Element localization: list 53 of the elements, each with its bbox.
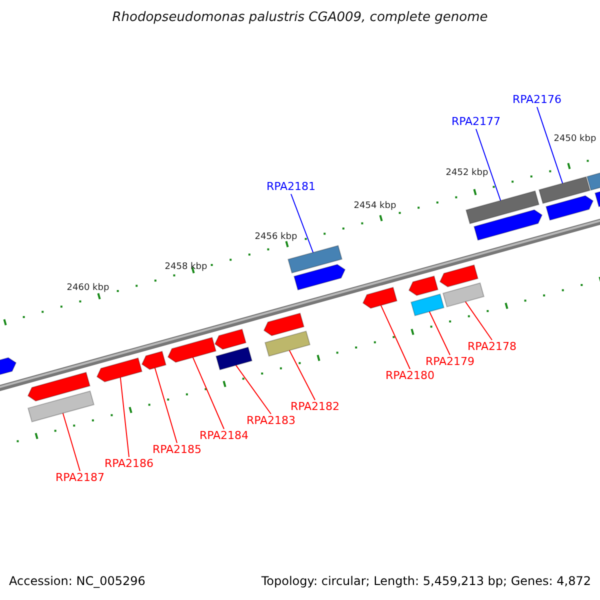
leader-line [476, 128, 502, 202]
gene-bar [27, 390, 95, 422]
map-title: Rhodopseudomonas palustris CGA009, complete genome [112, 11, 488, 26]
gene-label: RPA2186 [104, 458, 154, 470]
gene-feature [545, 195, 594, 221]
leader-line [536, 106, 564, 184]
gene-label: RPA2181 [266, 180, 316, 194]
scale-label: 2456 kbp [254, 233, 298, 243]
gene-feature [141, 350, 167, 370]
gene-bar [287, 244, 343, 274]
leader-line [154, 367, 178, 444]
scale-label: 2452 kbp [446, 169, 488, 179]
gene-feature [27, 372, 91, 402]
scale-label: 2460 kbp [66, 284, 110, 294]
gene-label: RPA2185 [152, 444, 202, 456]
leader-line [235, 364, 272, 414]
leader-line [288, 350, 316, 400]
gene-label: RPA2184 [199, 430, 249, 442]
gene-feature [473, 209, 543, 241]
leader-line [290, 194, 314, 253]
gene-label: RPA2176 [512, 94, 562, 106]
gene-label: RPA2178 [467, 340, 517, 354]
leader-line [380, 304, 410, 370]
gene-feature [362, 286, 398, 309]
gene-label: RPA2183 [246, 414, 296, 428]
gene-feature [439, 264, 479, 288]
gene-label: RPA2182 [290, 400, 340, 414]
gene-label: RPA2179 [425, 356, 475, 368]
gene-label: RPA2187 [55, 472, 105, 484]
gene-bar [538, 176, 591, 204]
gene-bar [442, 282, 485, 308]
scale-label: 2454 kbp [354, 202, 396, 212]
genome-summary: Topology: circular; Length: 5,459,213 bp; Genes: 4,872 [261, 575, 591, 588]
gene-feature [408, 275, 439, 296]
leader-line [192, 356, 224, 430]
gene-feature [263, 312, 305, 336]
gene-feature [0, 357, 17, 378]
gene-label: RPA2177 [451, 116, 501, 128]
gene-feature [167, 336, 217, 363]
scale-label: 2450 kbp [554, 135, 596, 145]
gene-bar [410, 293, 445, 316]
gene-label: RPA2180 [385, 370, 435, 382]
gene-feature [214, 328, 247, 350]
accession-text: Accession: NC_005296 [9, 575, 146, 588]
leader-line [62, 412, 80, 472]
leader-line [428, 311, 450, 356]
leader-line [464, 301, 492, 340]
gene-bar [215, 346, 253, 370]
gene-bar [465, 190, 540, 224]
gene-bar [264, 330, 311, 357]
scale-label: 2458 kbp [164, 263, 208, 273]
leader-line [120, 377, 130, 458]
gene-feature [293, 264, 346, 291]
